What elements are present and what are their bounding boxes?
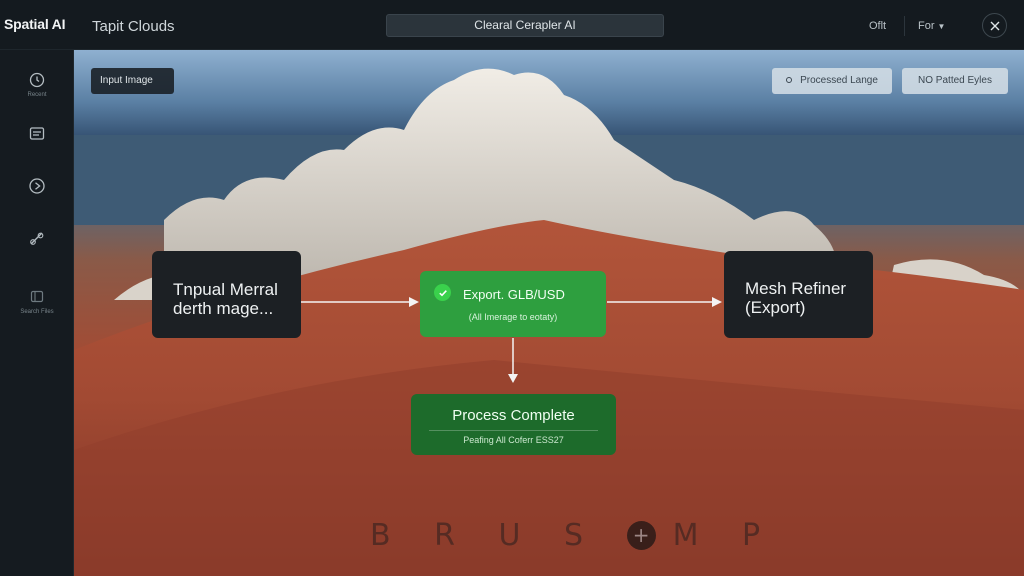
export-node[interactable]: Export. GLB/USD (All Imerage to eotaty) xyxy=(420,271,606,337)
play-circle-icon xyxy=(29,178,45,194)
watermark-right: M P xyxy=(672,518,778,553)
input-node[interactable]: Tnpual Merral derth mage... xyxy=(152,251,301,338)
header-dropdown[interactable]: For▼ xyxy=(918,20,945,32)
input-node-line1: Tnpual Merral xyxy=(173,280,278,299)
sidebar-item-label: Recent xyxy=(27,92,47,98)
viewport-canvas[interactable]: Input Image Processed Lange NO Patted Ey… xyxy=(74,50,1024,576)
sidebar-item-recent[interactable]: Recent xyxy=(0,71,74,98)
process-complete-node[interactable]: Process Complete Peafing All Coferr ESS2… xyxy=(411,394,616,455)
layers-icon xyxy=(29,127,45,140)
dropdown-label: For xyxy=(918,20,935,32)
complete-node-title: Process Complete xyxy=(452,407,575,424)
header-divider xyxy=(904,16,905,36)
pin-icon xyxy=(786,77,793,83)
header-link[interactable]: Oflt xyxy=(869,20,887,32)
watermark-left: B R U S xyxy=(370,518,601,553)
processed-badge[interactable]: Processed Lange xyxy=(772,68,892,94)
app-brand: Spatial AI xyxy=(4,16,66,32)
sidebar-item-layers[interactable] xyxy=(0,125,74,143)
chevron-down-icon: ▼ xyxy=(937,22,946,31)
complete-node-divider xyxy=(429,430,598,431)
processed-badge-label: Processed Lange xyxy=(800,75,878,86)
complete-node-subtitle: Peafing All Coferr ESS27 xyxy=(463,435,564,445)
sidebar-item-label: Search Files xyxy=(20,309,54,315)
sidebar-item-play[interactable] xyxy=(0,177,74,195)
mesh-node-line1: Mesh Refiner xyxy=(745,279,847,298)
no-patted-badge[interactable]: NO Patted Eyles xyxy=(902,68,1008,94)
close-icon xyxy=(990,21,999,30)
check-icon xyxy=(434,284,451,301)
clock-icon xyxy=(29,72,45,88)
mesh-refiner-node[interactable]: Mesh Refiner (Export) xyxy=(724,251,873,338)
input-node-line2: derth mage... xyxy=(173,299,274,318)
mesh-node-line2: (Export) xyxy=(745,298,806,317)
input-image-badge[interactable]: Input Image xyxy=(91,68,174,94)
box-icon xyxy=(30,290,44,303)
project-title: Tapit Clouds xyxy=(92,18,175,35)
sidebar-item-files[interactable]: Search Files xyxy=(0,288,74,315)
export-node-subtitle: (All Imerage to eotaty) xyxy=(468,312,558,322)
top-bar: Spatial AI Tapit Clouds Clearal Cerapler… xyxy=(0,0,1024,50)
sidebar-item-settings[interactable] xyxy=(0,230,74,248)
plus-icon: + xyxy=(626,521,656,550)
model-selector[interactable]: Clearal Cerapler AI xyxy=(386,14,664,37)
settings-icon xyxy=(30,232,44,245)
terrain-scene xyxy=(74,68,1024,576)
close-button[interactable] xyxy=(982,13,1007,38)
export-node-title: Export. GLB/USD xyxy=(463,287,565,302)
watermark: B R U S + M P xyxy=(370,518,777,553)
sidebar: Recent Search Files xyxy=(0,50,74,576)
